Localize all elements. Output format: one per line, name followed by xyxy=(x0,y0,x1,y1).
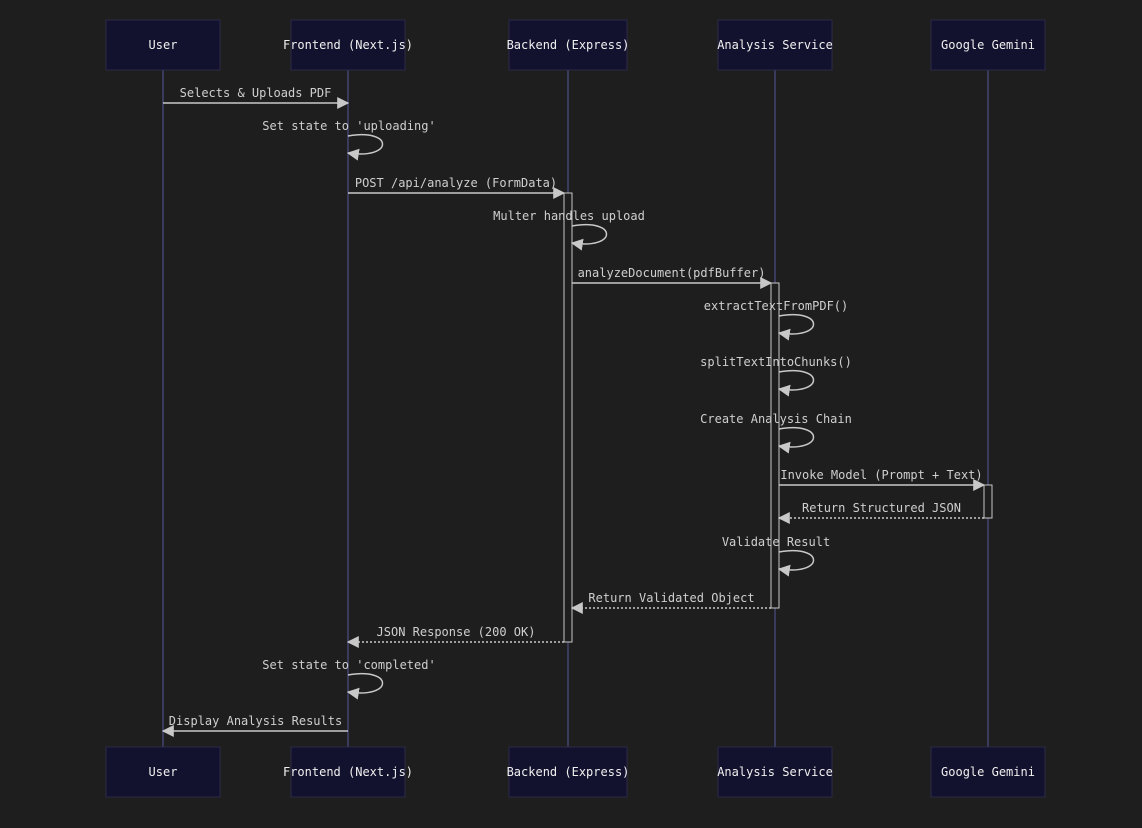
actor-label: Backend (Express) xyxy=(507,38,630,52)
self-message-arrow xyxy=(346,134,384,161)
message-3: POST /api/analyze (FormData) xyxy=(348,176,566,199)
self-message-arrow xyxy=(777,314,815,341)
message-label: extractTextFromPDF() xyxy=(704,299,849,313)
actor-user-bottom: User xyxy=(105,746,221,798)
actor-label: User xyxy=(149,38,178,52)
actor-box xyxy=(290,746,406,798)
self-message-arrow xyxy=(777,427,815,454)
actor-box xyxy=(508,746,628,798)
actor-label: Analysis Service xyxy=(717,38,833,52)
actor-label: Frontend (Next.js) xyxy=(283,765,413,779)
activation-bar-backend xyxy=(563,192,573,643)
message-11: Validate Result xyxy=(722,535,830,577)
message-2: Set state to 'uploading' xyxy=(262,119,436,161)
message-12: Return Validated Object xyxy=(570,591,771,614)
self-message-arrow xyxy=(777,550,815,577)
actor-analysis-top: Analysis Service xyxy=(717,19,833,71)
message-13: JSON Response (200 OK) xyxy=(346,625,564,648)
self-message-arrow xyxy=(570,224,608,251)
message-5: analyzeDocument(pdfBuffer) xyxy=(572,266,773,289)
message-4: Multer handles upload xyxy=(493,209,645,251)
message-label: JSON Response (200 OK) xyxy=(377,625,536,639)
message-label: Set state to 'uploading' xyxy=(262,119,435,133)
message-1: Selects & Uploads PDF xyxy=(163,86,350,109)
actor-gemini-top: Google Gemini xyxy=(930,19,1046,71)
message-label: POST /api/analyze (FormData) xyxy=(355,176,557,190)
actor-box xyxy=(717,19,833,71)
activation-bar-analysis xyxy=(770,282,780,609)
self-message-arrow xyxy=(777,370,815,397)
activation-bar-gemini xyxy=(983,484,993,519)
actor-label: Backend (Express) xyxy=(507,765,630,779)
message-6: extractTextFromPDF() xyxy=(704,299,849,341)
actor-box xyxy=(508,19,628,71)
actor-frontend-top: Frontend (Next.js) xyxy=(283,19,413,71)
actor-box xyxy=(717,746,833,798)
message-label: Set state to 'completed' xyxy=(262,658,435,672)
self-message-arrow xyxy=(346,673,384,700)
message-label: Validate Result xyxy=(722,535,830,549)
actor-label: User xyxy=(149,765,178,779)
actor-box xyxy=(290,19,406,71)
message-14: Set state to 'completed' xyxy=(262,658,436,700)
message-label: Selects & Uploads PDF xyxy=(180,86,332,100)
message-7: splitTextIntoChunks() xyxy=(700,355,852,397)
message-label: Create Analysis Chain xyxy=(700,412,852,426)
message-9: Invoke Model (Prompt + Text) xyxy=(779,468,986,491)
actor-backend-bottom: Backend (Express) xyxy=(507,746,630,798)
message-15: Display Analysis Results xyxy=(161,714,348,737)
message-label: Multer handles upload xyxy=(493,209,645,223)
actor-label: Frontend (Next.js) xyxy=(283,38,413,52)
actor-backend-top: Backend (Express) xyxy=(507,19,630,71)
actor-box xyxy=(105,19,221,71)
message-10: Return Structured JSON xyxy=(777,501,984,524)
actor-box xyxy=(930,19,1046,71)
message-8: Create Analysis Chain xyxy=(700,412,852,454)
actor-analysis-bottom: Analysis Service xyxy=(717,746,833,798)
actor-box xyxy=(105,746,221,798)
actor-frontend-bottom: Frontend (Next.js) xyxy=(283,746,413,798)
actor-user-top: User xyxy=(105,19,221,71)
message-label: Display Analysis Results xyxy=(169,714,342,728)
message-label: analyzeDocument(pdfBuffer) xyxy=(578,266,766,280)
message-label: Return Structured JSON xyxy=(802,501,961,515)
actor-gemini-bottom: Google Gemini xyxy=(930,746,1046,798)
message-label: splitTextIntoChunks() xyxy=(700,355,852,369)
actor-label: Google Gemini xyxy=(941,765,1035,779)
actor-label: Google Gemini xyxy=(941,38,1035,52)
message-label: Return Validated Object xyxy=(588,591,754,605)
actor-box xyxy=(930,746,1046,798)
message-label: Invoke Model (Prompt + Text) xyxy=(780,468,982,482)
actor-label: Analysis Service xyxy=(717,765,833,779)
